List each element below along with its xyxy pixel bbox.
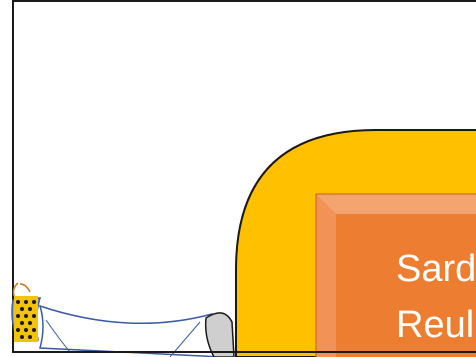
bevel-left <box>316 194 336 357</box>
bevel-top <box>316 194 476 214</box>
box-label-line-2: Reul <box>396 306 474 344</box>
box-label-line-1: Sard <box>396 250 476 288</box>
